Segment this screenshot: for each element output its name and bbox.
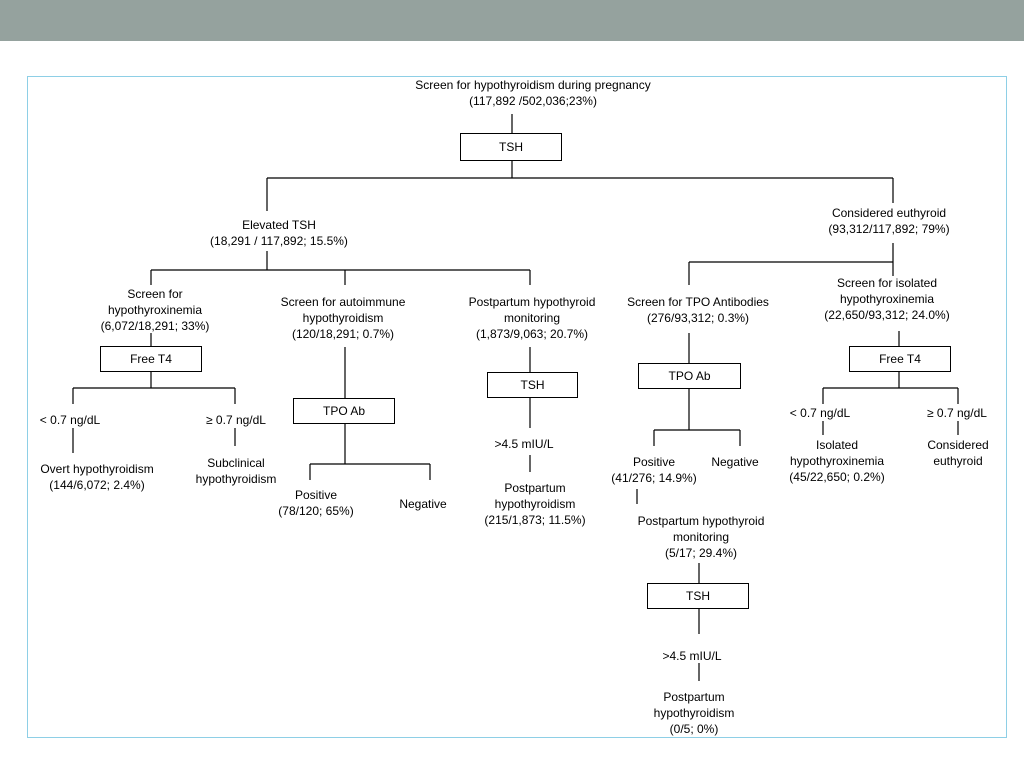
node-line: Isolated	[815, 438, 859, 452]
subclinical-hypothyroidism-node: Subclinical hypothyroidism	[196, 455, 277, 487]
tsh-threshold-1: >4.5 mIU/L	[494, 437, 554, 451]
node-line: Positive	[294, 488, 338, 502]
node-line: (22,650/93,312; 24.0%)	[824, 308, 950, 322]
node-line: hypothyroidism	[302, 311, 384, 325]
ge-threshold-left: ≥ 0.7 ng/dL	[206, 413, 266, 427]
node-line: Postpartum	[504, 481, 566, 495]
postpartum-monitoring-node-1: Postpartum hypothyroid monitoring (1,873…	[469, 294, 596, 342]
lt-threshold-right: < 0.7 ng/dL	[789, 406, 851, 420]
node-line: (276/93,312; 0.3%)	[646, 311, 750, 325]
node-line: hypothyroidism	[653, 706, 735, 720]
postpartum-hypothyroidism-node-2: Postpartum hypothyroidism (0/5; 0%)	[654, 689, 735, 737]
node-line: euthyroid	[933, 454, 983, 468]
node-line: Postpartum hypothyroid	[637, 514, 765, 528]
node-line: (120/18,291; 0.7%)	[291, 327, 395, 341]
positive-right-node: Positive (41/276; 14.9%)	[611, 454, 696, 486]
node-line: hypothyroxinemia	[839, 292, 935, 306]
screen-tpo-antibodies-node: Screen for TPO Antibodies (276/93,312; 0…	[627, 294, 769, 326]
node-line: monitoring	[503, 311, 561, 325]
postpartum-hypothyroidism-node-1: Postpartum hypothyroidism (215/1,873; 11…	[484, 480, 585, 528]
negative-left-node: Negative	[399, 497, 447, 511]
node-line: monitoring	[672, 530, 730, 544]
node-line: Positive	[632, 455, 676, 469]
ge-threshold-right: ≥ 0.7 ng/dL	[927, 406, 987, 420]
node-line: Postpartum	[663, 690, 725, 704]
node-line: Screen for hypothyroidism during pregnan…	[415, 78, 651, 92]
node-line: Postpartum hypothyroid	[468, 295, 596, 309]
node-line: (18,291 / 117,892; 15.5%)	[210, 234, 348, 248]
node-line: (117,892 /502,036;23%)	[469, 94, 597, 108]
diagram-frame	[27, 76, 1007, 738]
node-line: (78/120; 65%)	[278, 504, 354, 518]
positive-left-node: Positive (78/120; 65%)	[278, 487, 353, 519]
screen-autoimmune-node: Screen for autoimmune hypothyroidism (12…	[281, 294, 406, 342]
node-line: Screen for isolated	[836, 276, 938, 290]
tsh-box-postpartum-1: TSH	[487, 372, 578, 398]
free-t4-box-left: Free T4	[100, 346, 202, 372]
postpartum-monitoring-node-2: Postpartum hypothyroid monitoring (5/17;…	[638, 513, 765, 561]
screen-hypothyroxinemia-node: Screen for hypothyroxinemia (6,072/18,29…	[101, 286, 210, 334]
considered-euthyroid-final-node: Considered euthyroid	[927, 437, 988, 469]
node-line: (6,072/18,291; 33%)	[100, 319, 210, 333]
node-line: Considered euthyroid	[831, 206, 947, 220]
node-line: (45/22,650; 0.2%)	[789, 470, 885, 484]
tsh-box-main: TSH	[460, 133, 562, 161]
node-line: (5/17; 29.4%)	[664, 546, 738, 560]
elevated-tsh-node: Elevated TSH (18,291 / 117,892; 15.5%)	[210, 217, 348, 249]
root-screen-node: Screen for hypothyroidism during pregnan…	[415, 77, 650, 109]
node-line: Subclinical	[207, 456, 265, 470]
node-line: (1,873/9,063; 20.7%)	[475, 327, 589, 341]
isolated-hypothyroxinemia-node: Isolated hypothyroxinemia (45/22,650; 0.…	[789, 437, 884, 485]
free-t4-box-right: Free T4	[849, 346, 951, 372]
node-line: Screen for	[127, 287, 183, 301]
node-line: hypothyroidism	[494, 497, 576, 511]
node-line: (144/6,072; 2.4%)	[49, 478, 145, 492]
tsh-threshold-2: >4.5 mIU/L	[662, 649, 722, 663]
node-line: Screen for autoimmune	[280, 295, 406, 309]
node-line: (215/1,873; 11.5%)	[484, 513, 586, 527]
node-line: Elevated TSH	[242, 218, 316, 232]
node-line: Screen for TPO Antibodies	[627, 295, 769, 309]
node-line: hypothyroxinemia	[789, 454, 885, 468]
lt-threshold-left: < 0.7 ng/dL	[39, 413, 101, 427]
node-line: Considered	[927, 438, 989, 452]
tpo-ab-box-right: TPO Ab	[638, 363, 741, 389]
negative-right-node: Negative	[711, 455, 759, 469]
node-line: (41/276; 14.9%)	[611, 471, 697, 485]
tsh-box-postpartum-2: TSH	[647, 583, 749, 609]
node-line: (93,312/117,892; 79%)	[828, 222, 950, 236]
overt-hypothyroidism-node: Overt hypothyroidism (144/6,072; 2.4%)	[40, 461, 153, 493]
top-banner	[0, 0, 1024, 41]
screen-isolated-hypothyroxinemia-node: Screen for isolated hypothyroxinemia (22…	[824, 275, 949, 323]
tpo-ab-box-left: TPO Ab	[293, 398, 395, 424]
considered-euthyroid-node: Considered euthyroid (93,312/117,892; 79…	[828, 205, 949, 237]
node-line: hypothyroxinemia	[107, 303, 203, 317]
node-line: Overt hypothyroidism	[40, 462, 154, 476]
node-line: (0/5; 0%)	[669, 722, 719, 736]
node-line: hypothyroidism	[195, 472, 277, 486]
